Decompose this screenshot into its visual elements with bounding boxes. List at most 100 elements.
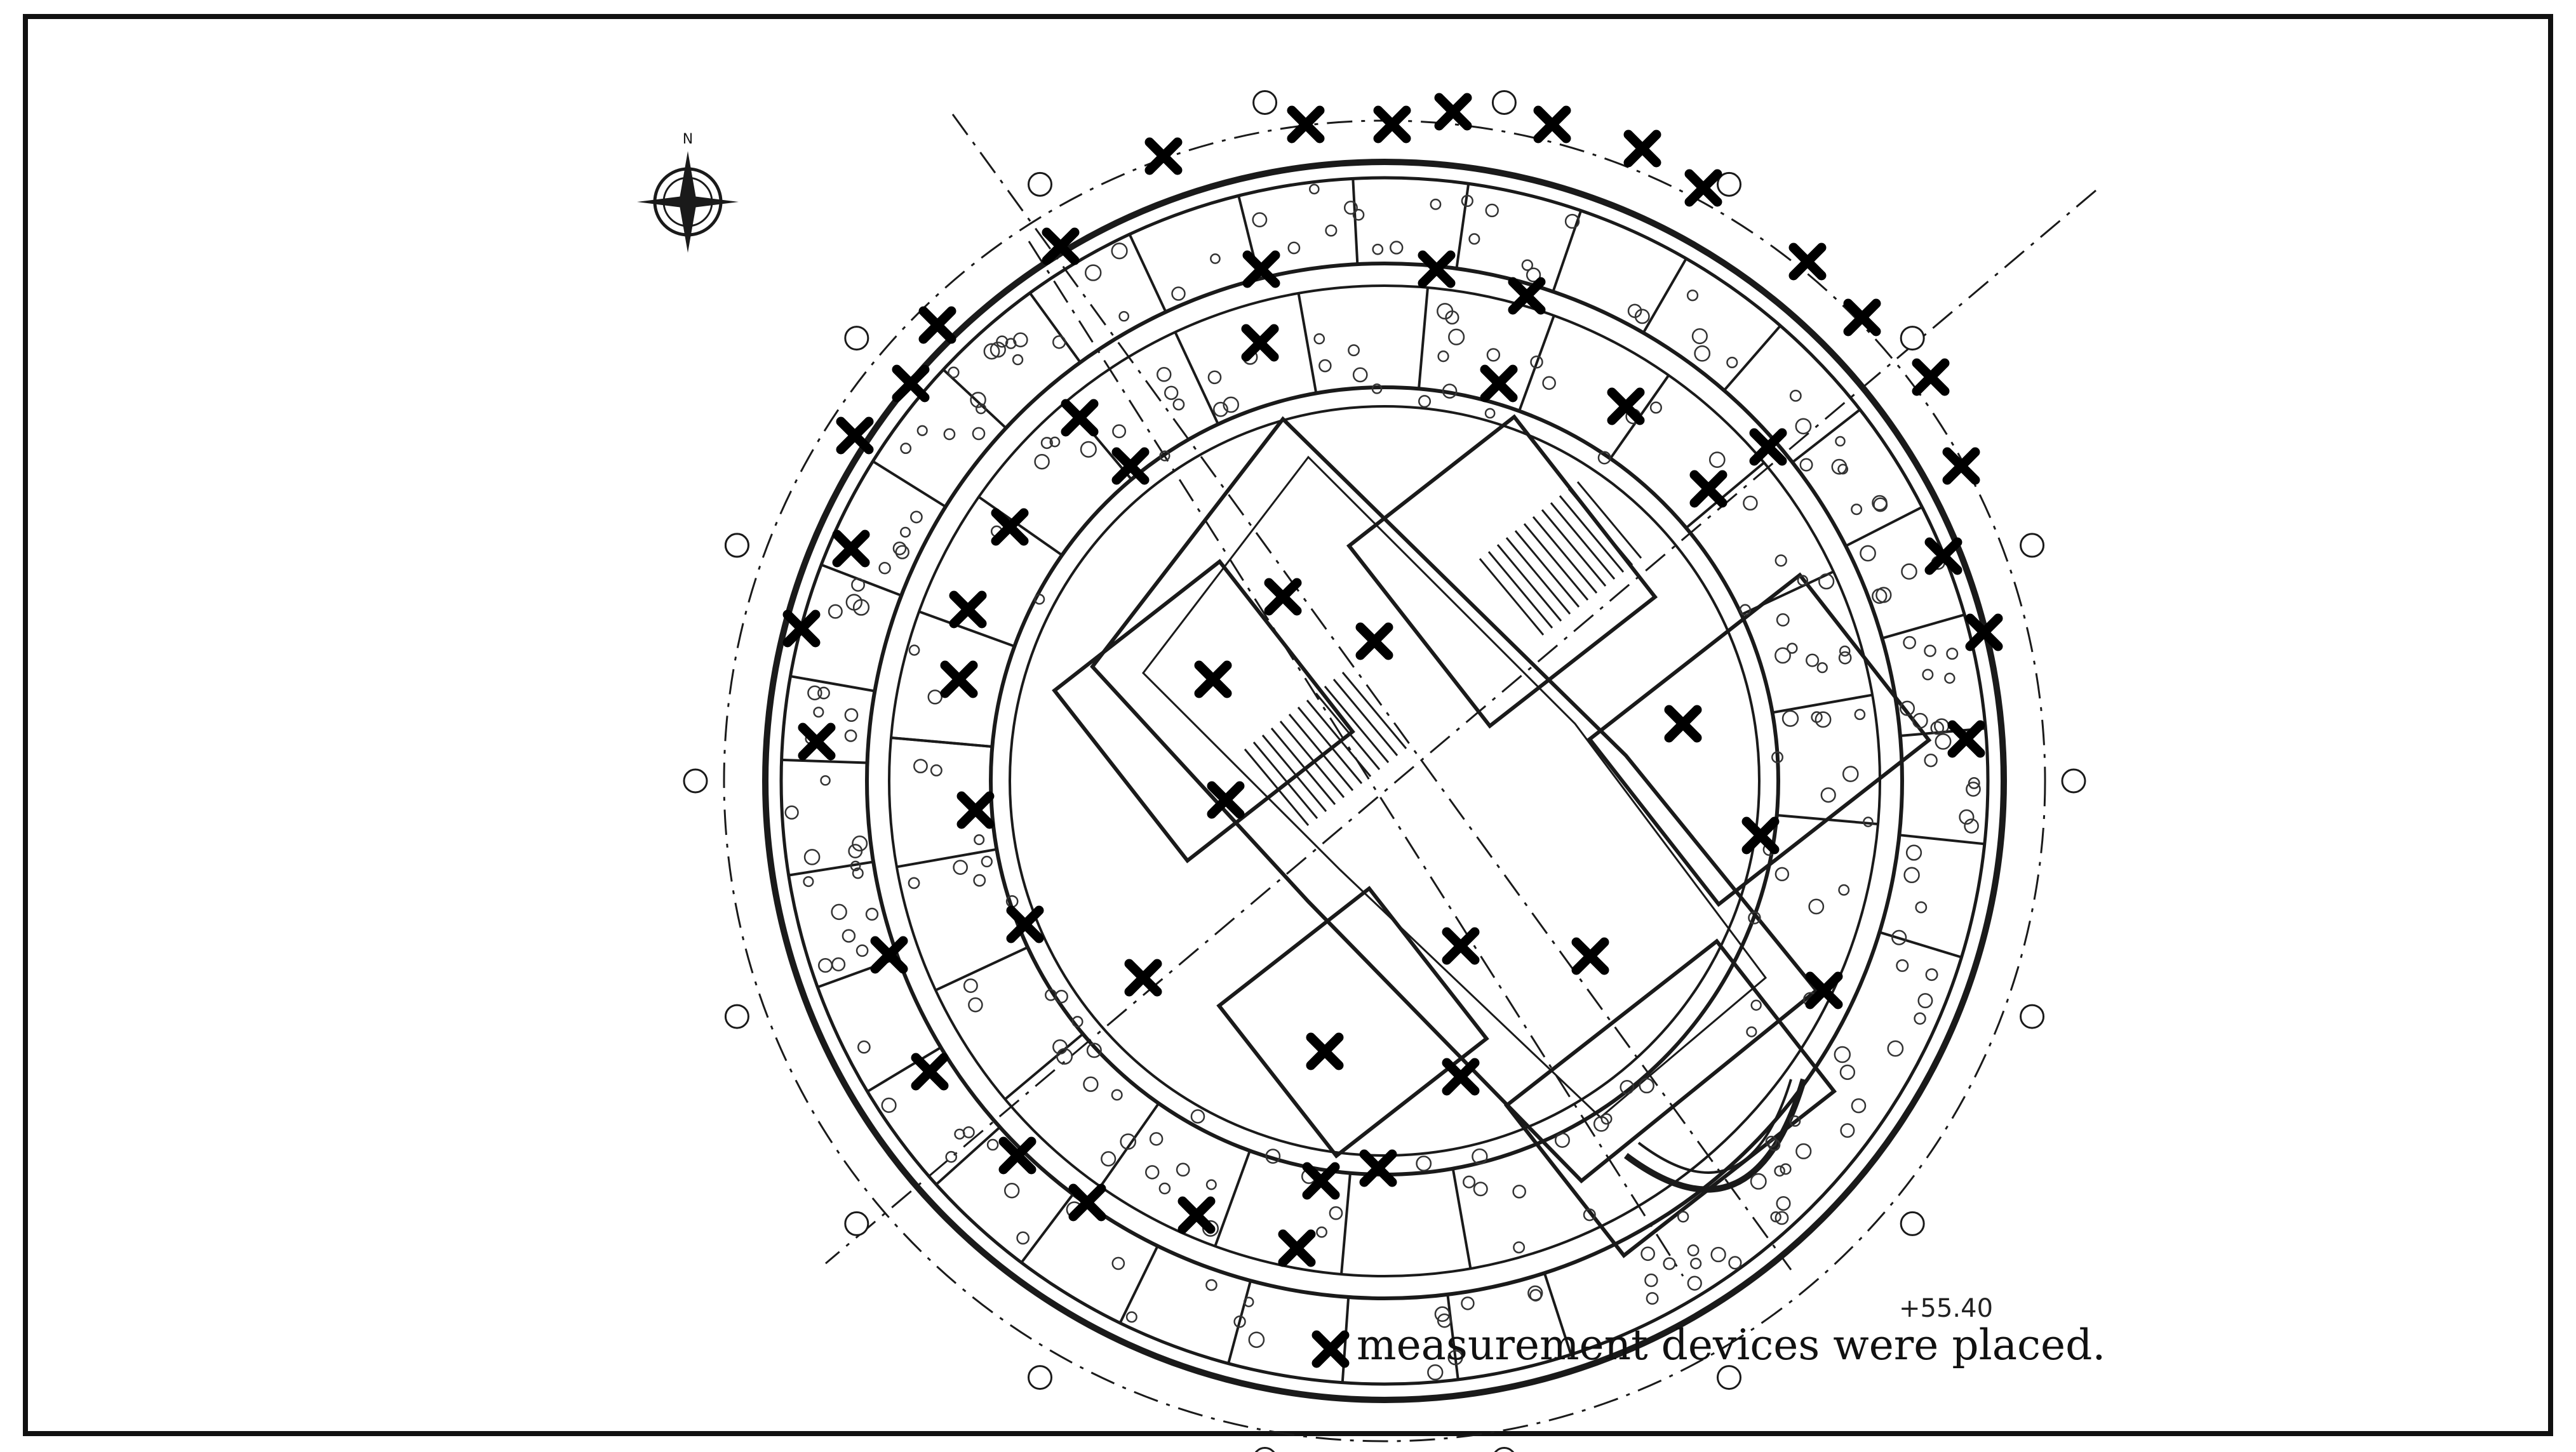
stair-tread: [1315, 693, 1381, 770]
furniture-item: [1526, 267, 1541, 283]
furniture-item: [1687, 1244, 1700, 1256]
furniture-item: [1348, 344, 1360, 357]
furniture-item: [1437, 350, 1449, 363]
furniture-item: [1780, 1163, 1792, 1175]
x-cross-icon: [1129, 964, 1157, 992]
furniture-item: [820, 775, 831, 786]
furniture-item: [1839, 1064, 1856, 1081]
furniture-item: [1352, 208, 1365, 221]
inner-partition: [1214, 1150, 1251, 1247]
furniture-item: [1164, 385, 1179, 400]
outer-partition: [790, 675, 875, 693]
x-cross-icon: [1848, 303, 1876, 331]
grid-bubble: [1028, 171, 1052, 197]
furniture-item: [1463, 1175, 1476, 1189]
furniture-item: [1005, 338, 1017, 349]
furniture-item: [1205, 1179, 1217, 1190]
furniture-item: [1899, 700, 1915, 716]
furniture-item: [1663, 1257, 1676, 1270]
furniture-item: [1935, 733, 1952, 750]
inner-partition: [977, 495, 1063, 557]
furniture-item: [1486, 348, 1501, 362]
furniture-item: [963, 978, 978, 993]
stair-tread: [1332, 679, 1399, 756]
x-cross-icon: [1423, 255, 1451, 283]
legend: measurement devices were placed.: [1308, 1321, 2105, 1369]
furniture-item: [1308, 183, 1320, 195]
x-cross-icon: [1447, 1063, 1475, 1091]
furniture-item: [1484, 408, 1496, 419]
furniture-item: [1686, 290, 1699, 302]
furniture-item: [813, 707, 824, 718]
inner-partition: [1099, 1102, 1160, 1188]
outer-partition: [1881, 613, 1965, 640]
furniture-item: [1158, 1182, 1171, 1195]
grid-bubble: [1900, 1211, 1925, 1236]
grid-bubble: [724, 1004, 749, 1029]
x-cross-icon: [1150, 142, 1177, 170]
furniture-item: [1860, 545, 1876, 562]
furniture-item: [1739, 604, 1752, 616]
furniture-item: [1748, 911, 1761, 924]
furniture-item: [1149, 1132, 1164, 1146]
inner-partition: [1772, 693, 1873, 714]
grid-bubble: [2020, 533, 2045, 558]
furniture-item: [1101, 1151, 1117, 1167]
furniture-item: [1461, 1296, 1475, 1310]
furniture-item: [954, 1128, 965, 1140]
furniture-item: [1891, 929, 1907, 945]
furniture-item: [1445, 310, 1459, 325]
grid-bubble: [2020, 1004, 2045, 1029]
x-cross-icon: [1669, 710, 1697, 738]
x-cross-icon: [1183, 1201, 1211, 1229]
furniture-item: [1925, 968, 1938, 982]
furniture-item: [1789, 1115, 1801, 1127]
furniture-item: [1554, 1132, 1570, 1148]
stair-tread: [1532, 516, 1598, 594]
furniture-item: [828, 604, 843, 619]
furniture-item: [1851, 503, 1863, 516]
inner-partition: [1418, 287, 1429, 389]
furniture-item: [1934, 718, 1950, 734]
x-cross-icon: [1283, 1234, 1311, 1262]
furniture-item: [1084, 264, 1102, 281]
furniture-item: [1034, 594, 1045, 605]
outer-partition: [1899, 834, 1985, 846]
x-cross-icon: [1689, 174, 1717, 202]
furniture-item: [1838, 884, 1850, 896]
furniture-item: [1768, 1138, 1781, 1152]
furniture-item: [968, 997, 983, 1013]
furniture-item: [1914, 1012, 1926, 1025]
furniture-item: [981, 855, 993, 868]
furniture-item: [1966, 782, 1981, 797]
x-cross-icon: [1538, 110, 1566, 138]
x-cross-icon: [1269, 583, 1297, 611]
furniture-item: [1944, 672, 1955, 684]
furniture-item: [1003, 1183, 1020, 1199]
outer-partition: [1791, 408, 1861, 463]
furniture-item: [807, 685, 822, 701]
furniture-item: [1086, 1042, 1102, 1058]
furniture-item: [970, 392, 986, 408]
furniture-item: [1111, 1256, 1125, 1270]
x-cross-icon: [1794, 248, 1821, 276]
stair-tread: [1270, 728, 1336, 805]
furniture-item: [1157, 367, 1172, 382]
stair-tread: [1523, 523, 1589, 601]
inner-partition: [1297, 293, 1318, 394]
furniture-item: [1774, 1211, 1789, 1225]
furniture-item: [900, 526, 911, 538]
furniture-item: [1600, 1113, 1613, 1125]
furniture-item: [1212, 401, 1228, 417]
furniture-item: [913, 759, 928, 774]
outer-partition: [942, 368, 1007, 429]
furniture-item: [1924, 753, 1938, 768]
furniture-item: [1872, 588, 1888, 604]
x-cross-icon: [1576, 942, 1604, 970]
outer-partition: [1227, 1280, 1252, 1364]
outer-partition: [872, 460, 946, 508]
grid-bubble: [1717, 1365, 1741, 1390]
x-cross-icon: [1917, 363, 1945, 391]
furniture-item: [1145, 1165, 1160, 1180]
furniture-item: [844, 729, 857, 742]
